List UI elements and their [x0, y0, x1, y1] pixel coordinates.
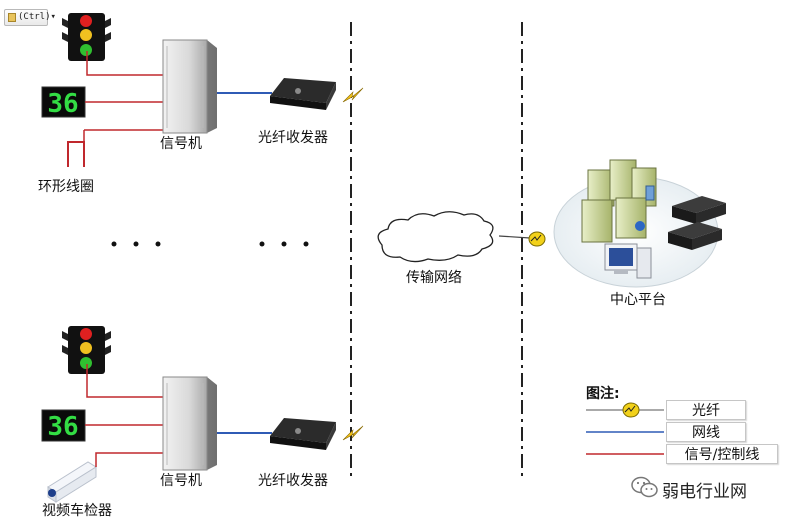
traffic-light-icon [62, 13, 111, 61]
signal-controller-cabinet-icon [162, 39, 217, 134]
ellipsis-dots [111, 241, 309, 247]
legend-fiber-sample [586, 402, 664, 418]
paste-options-button[interactable]: (Ctrl)▾ [4, 9, 56, 26]
legend-network-label: 网线 [666, 422, 746, 442]
signal-machine-label: 信号机 [160, 473, 202, 489]
paste-options-label: (Ctrl)▾ [18, 12, 56, 22]
signal-controller-cabinet-icon [162, 376, 217, 471]
fiber-transceiver-icon [270, 418, 336, 450]
watermark: 弱电行业网 [628, 474, 794, 502]
transmission-cloud-icon [377, 211, 494, 263]
video-detector-camera-icon [47, 461, 97, 503]
signal-machine-label: 信号机 [160, 136, 202, 152]
fiber-transceiver-label: 光纤收发器 [258, 473, 328, 489]
fiber-link-icon [342, 425, 364, 441]
signal-control-lines-bottom [85, 364, 164, 467]
legend-title: 图注: [586, 386, 620, 402]
storage-device-icon [668, 196, 726, 250]
traffic-light-icon [62, 326, 111, 374]
loop-coil-label: 环形线圈 [38, 179, 94, 195]
fiber-transceiver-label: 光纤收发器 [258, 130, 328, 146]
loop-coil-icon [67, 141, 85, 167]
signal-control-lines-top [83, 51, 164, 142]
fiber-connector-icon [528, 231, 546, 247]
server-icon [581, 159, 657, 243]
fiber-link-icon [342, 87, 364, 103]
video-detector-label: 视频车检器 [42, 503, 112, 519]
legend-fiber-label: 光纤 [666, 400, 746, 420]
watermark-text: 弱电行业网 [662, 482, 747, 502]
fiber-transceiver-icon [270, 78, 336, 110]
central-platform-label: 中心平台 [610, 292, 666, 308]
clipboard-icon [8, 13, 16, 22]
countdown-digits: 36 [47, 89, 78, 119]
workstation-icon [604, 243, 652, 279]
countdown-display-icon: 36 [41, 409, 86, 442]
countdown-digits: 36 [47, 412, 78, 442]
countdown-display-icon: 36 [41, 86, 86, 119]
transmission-network-label: 传输网络 [406, 270, 462, 286]
wechat-icon [631, 476, 658, 498]
legend-signal-label: 信号/控制线 [666, 444, 778, 464]
